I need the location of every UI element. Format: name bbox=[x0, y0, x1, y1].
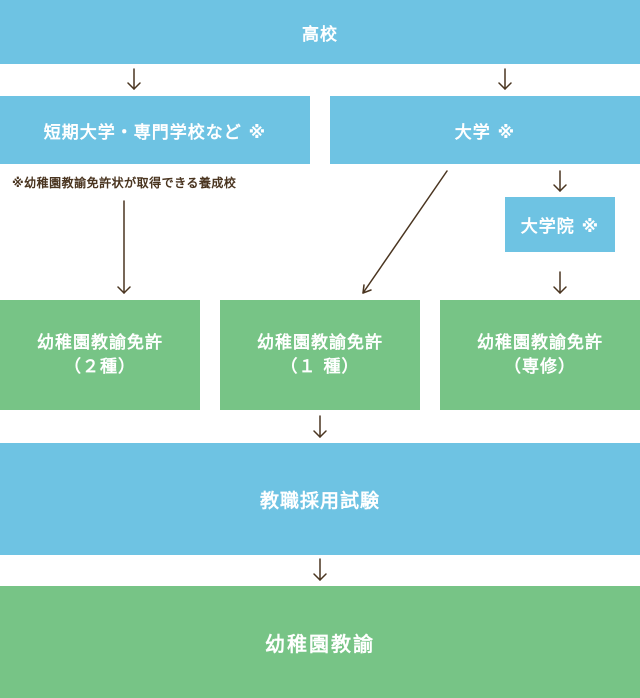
arrow-university-to-license-1 bbox=[362, 170, 448, 294]
node-high-school-label: 高校 bbox=[302, 24, 338, 45]
arrow-junior-college-to-license-2 bbox=[117, 200, 131, 294]
node-license-senshu-line2: （専修） bbox=[504, 357, 576, 377]
node-license-senshu: 幼稚園教諭免許 （専修） bbox=[440, 300, 640, 410]
arrow-licenses-to-exam bbox=[313, 415, 327, 438]
node-graduate-school-label: 大学院 ※ bbox=[520, 217, 600, 237]
node-teacher: 幼稚園教諭 bbox=[0, 586, 640, 698]
training-school-note: ※幼稚園教諭免許状が取得できる養成校 bbox=[12, 176, 237, 190]
node-university-label: 大学 ※ bbox=[454, 122, 516, 143]
arrow-exam-to-teacher bbox=[313, 558, 327, 581]
arrow-graduate-to-license-senshu bbox=[553, 271, 567, 294]
node-university: 大学 ※ bbox=[330, 96, 640, 164]
node-high-school: 高校 bbox=[0, 0, 640, 64]
node-graduate-school: 大学院 ※ bbox=[505, 197, 615, 252]
arrow-highschool-to-junior-college bbox=[127, 68, 141, 90]
node-license-2: 幼稚園教諭免許 （２種） bbox=[0, 300, 200, 410]
node-junior-college: 短期大学・専門学校など ※ bbox=[0, 96, 310, 164]
node-exam: 教職採用試験 bbox=[0, 443, 640, 555]
arrow-university-to-graduate-school bbox=[553, 170, 567, 192]
arrow-highschool-to-university bbox=[498, 68, 512, 90]
node-license-2-line2: （２種） bbox=[64, 357, 136, 377]
node-license-1-line2: （１ 種） bbox=[280, 357, 360, 377]
node-exam-label: 教職採用試験 bbox=[259, 489, 380, 512]
node-license-1: 幼稚園教諭免許 （１ 種） bbox=[220, 300, 420, 410]
node-junior-college-label: 短期大学・専門学校など ※ bbox=[43, 122, 267, 143]
node-teacher-label: 幼稚園教諭 bbox=[265, 631, 375, 656]
node-license-1-line1: 幼稚園教諭免許 bbox=[257, 333, 383, 353]
node-license-senshu-line1: 幼稚園教諭免許 bbox=[477, 333, 603, 353]
node-license-2-line1: 幼稚園教諭免許 bbox=[37, 333, 163, 353]
